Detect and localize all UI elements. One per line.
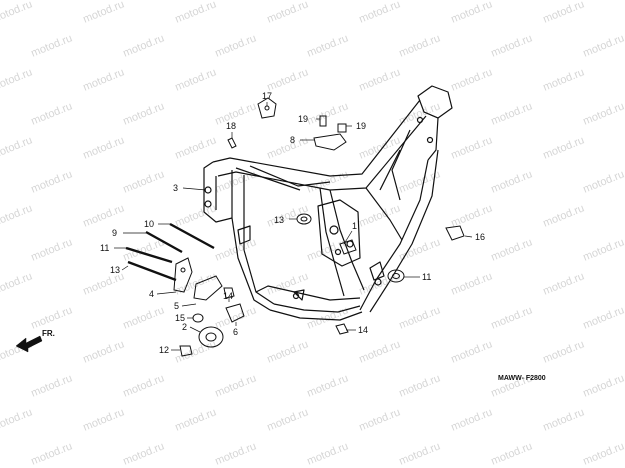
leader-lines: [114, 102, 473, 351]
bolt-11b: [127, 260, 177, 282]
callout-14a: 14: [223, 291, 233, 301]
grommet-13b: [387, 269, 405, 283]
bracket-8: [313, 133, 347, 151]
callout-14b: 14: [358, 325, 368, 335]
bolt-10: [169, 222, 215, 250]
callout-8: 8: [290, 135, 295, 145]
collar-15: [192, 313, 204, 323]
callout-13a: 13: [274, 215, 284, 225]
bolt-18: [227, 137, 237, 149]
grommet-13a: [296, 213, 312, 225]
bolt-19b: [337, 123, 347, 133]
callout-11b: 13: [110, 265, 120, 275]
bracket-17: [257, 97, 277, 119]
callout-17: 17: [262, 91, 272, 101]
plate-1: [339, 239, 357, 255]
callout-13b: 11: [422, 272, 431, 282]
bracket-6: [225, 303, 245, 323]
clip-16: [445, 225, 465, 241]
callout-18: 18: [226, 121, 236, 131]
callout-16: 16: [475, 232, 485, 242]
bolt-11a: [125, 246, 173, 264]
main-frame: [203, 85, 453, 321]
bolt-19a: [319, 115, 327, 127]
callout-1: 1: [352, 221, 357, 231]
nut-12: [179, 345, 193, 357]
callout-12: 12: [159, 345, 169, 355]
small-parts: [125, 97, 465, 357]
callout-10: 10: [144, 219, 154, 229]
callout-5: 5: [174, 301, 179, 311]
front-direction-arrow: FR.: [15, 329, 55, 353]
callout-19a: 19: [298, 114, 308, 124]
bolt-9: [145, 230, 183, 254]
disc-2: [198, 326, 224, 348]
callout-6: 6: [233, 327, 238, 337]
nut-14a: [223, 287, 235, 299]
callout-11a: 11: [100, 243, 109, 253]
plate-4: [173, 257, 193, 293]
callout-4: 4: [149, 289, 154, 299]
callout-labels: 17 18 19 19 8 3 10 9 13 1 16 11 11 13 4 …: [100, 91, 485, 355]
bracket-5: [193, 275, 223, 301]
callout-15: 15: [175, 313, 185, 323]
fr-label: FR.: [42, 329, 55, 338]
arrow-icon: [15, 335, 43, 353]
callout-9: 9: [112, 228, 117, 238]
callout-3: 3: [173, 183, 178, 193]
callout-19b: 19: [356, 121, 366, 131]
diagram-code: MAWW- F2800: [498, 375, 546, 382]
callout-2: 2: [182, 322, 187, 332]
nut-14b: [335, 323, 349, 335]
